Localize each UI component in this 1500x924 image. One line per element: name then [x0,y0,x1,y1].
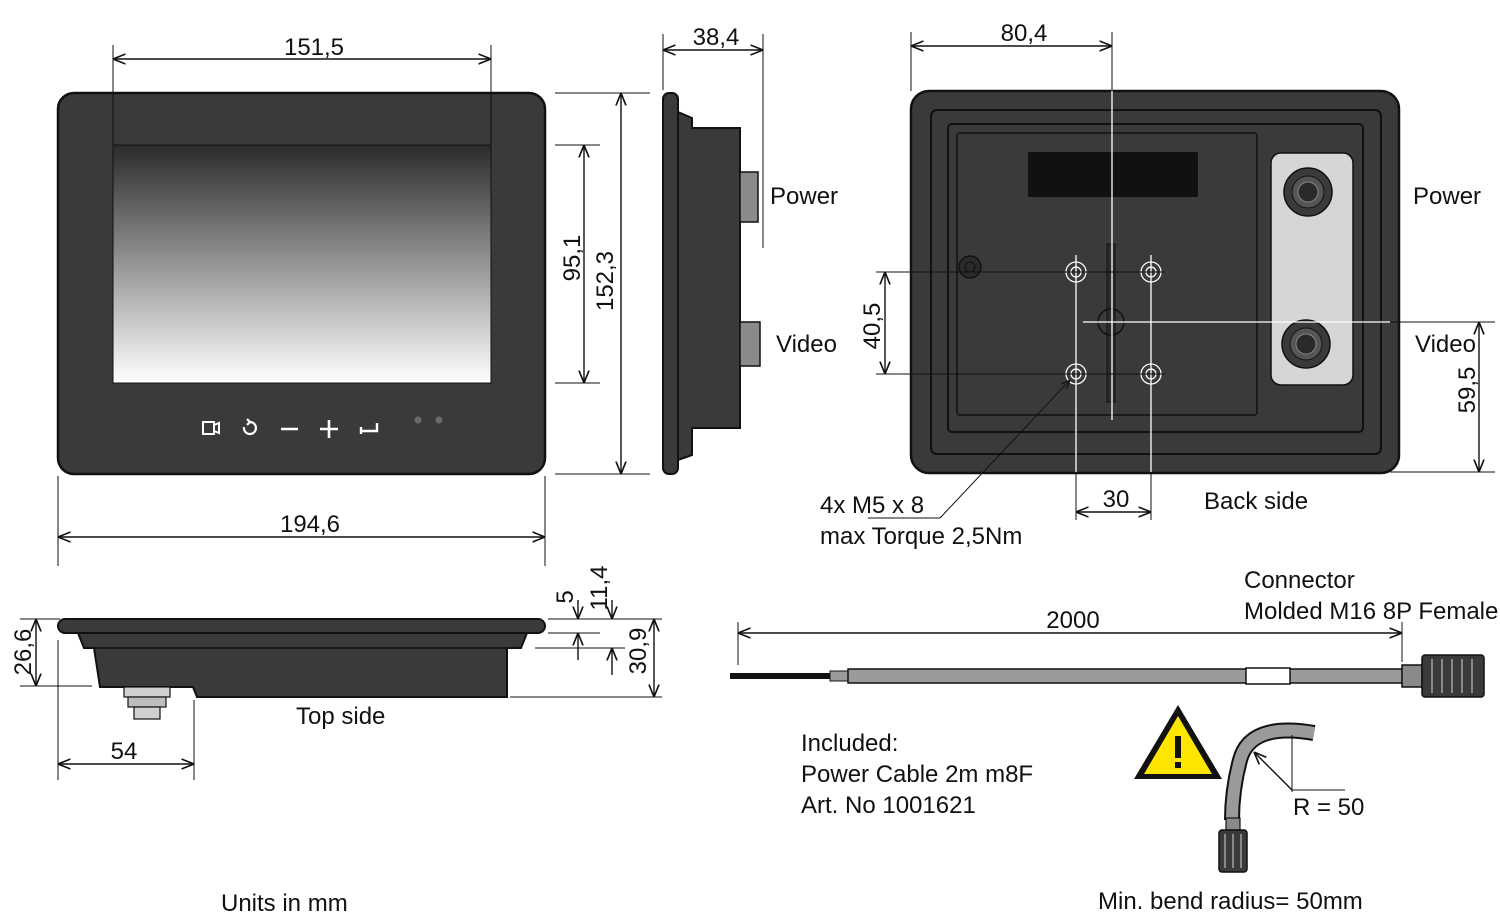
dim-54: 54 [111,738,138,765]
dim-total-width: 194,6 [280,511,340,538]
cable-body [847,668,1405,684]
included-item: Power Cable 2m m8F [801,761,1033,788]
side-power-connector [739,171,759,223]
dim-30-9: 30,9 [625,628,652,675]
top-side-label: Top side [296,703,385,730]
dim-video-height: 59,5 [1454,367,1481,414]
back-video-label: Video [1415,331,1476,358]
side-video-label: Video [776,331,837,358]
dim-5: 5 [552,590,579,603]
back-power-connector [1283,167,1333,217]
dim-screen-width: 151,5 [284,34,344,61]
warning-icon [1134,705,1222,779]
dim-depth: 38,4 [693,24,740,51]
back-label-plate [1028,152,1198,197]
side-bezel [662,92,679,475]
bent-cable [1218,722,1316,873]
back-view: 80,4 40,5 30 59,5 Power Video Back side … [820,20,1495,550]
included-art-no: Art. No 1001621 [801,792,976,819]
back-power-label: Power [1413,183,1481,210]
radius-label: R = 50 [1293,794,1364,821]
dim-11-4: 11,4 [586,566,613,611]
back-side-label: Back side [1204,488,1308,515]
status-led [435,416,443,424]
cable-tag [1245,667,1291,685]
cable-connector [1401,654,1485,698]
back-video-connector [1281,319,1331,369]
front-view: 151,5 194,6 95,1 152,3 [56,34,650,566]
side-power-label: Power [770,183,838,210]
side-view: 38,4 Power Video [662,24,838,475]
top-view: 26,6 54 5 11,4 30,9 Top side [10,566,662,780]
dim-cable-length: 2000 [1046,607,1099,634]
side-body [677,110,741,462]
dim-screen-height: 95,1 [559,235,586,282]
connector-label: Connector [1244,567,1355,594]
cable-drawing: 2000 Connector Molded M16 8P Female Incl… [730,567,1498,915]
included-heading: Included: [801,730,898,757]
dim-total-height: 152,3 [592,251,619,311]
screws-torque: max Torque 2,5Nm [820,523,1022,550]
dim-hole-vertical: 40,5 [859,303,886,350]
front-screen [112,144,492,384]
dim-26-6: 26,6 [10,629,37,676]
units-note: Units in mm [221,890,348,917]
top-bezel [57,618,546,634]
enter-icon [359,423,379,434]
connector-type: Molded M16 8P Female [1244,598,1498,625]
camera-icon [202,421,220,435]
plus-icon [320,420,338,438]
top-body [76,632,529,698]
rotate-icon [242,418,257,436]
bend-radius-note: Min. bend radius= 50mm [1098,888,1363,915]
back-vent-screw [958,255,982,279]
dim-offset: 80,4 [1001,20,1048,47]
dim-hole-horizontal: 30 [1103,486,1130,513]
screws-spec: 4x M5 x 8 [820,492,924,519]
top-connector [123,686,171,720]
side-video-connector [739,321,761,367]
status-led [414,416,422,424]
